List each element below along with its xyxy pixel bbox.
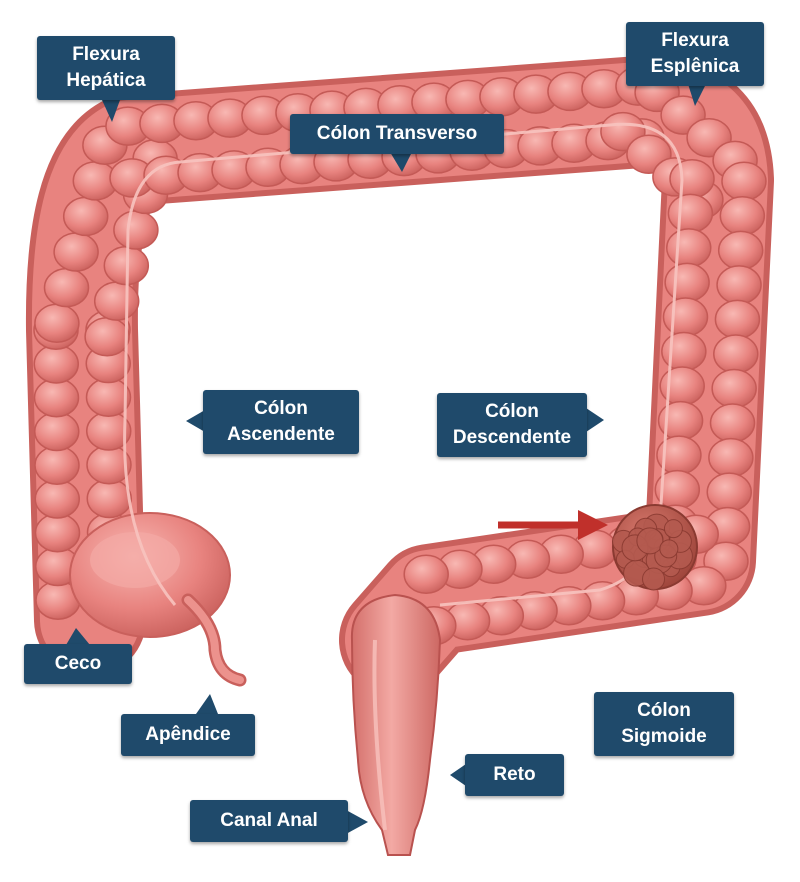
tumor-nodule xyxy=(643,568,665,590)
haustrum xyxy=(707,473,751,511)
tumor-nodule xyxy=(664,520,682,538)
label-ascending-colon: Cólon Ascendente xyxy=(203,390,359,454)
tumor-nodule xyxy=(660,540,678,558)
haustrum xyxy=(64,197,108,235)
haustrum xyxy=(670,160,714,198)
haustrum xyxy=(663,298,707,336)
haustrum xyxy=(667,229,711,267)
haustrum xyxy=(665,263,709,301)
haustrum xyxy=(717,266,761,304)
haustrum xyxy=(35,446,79,484)
haustrum xyxy=(719,231,763,269)
rectum-shape xyxy=(352,595,440,855)
haustrum xyxy=(35,412,79,450)
haustrum xyxy=(668,194,712,232)
haustrum xyxy=(35,304,79,342)
haustrum xyxy=(35,480,79,518)
haustrum xyxy=(44,269,88,307)
haustrum xyxy=(711,404,755,442)
label-rectum: Reto xyxy=(465,754,564,796)
label-hepatic-flexure: Flexura Hepática xyxy=(37,36,175,100)
haustrum xyxy=(662,332,706,370)
label-anal-canal: Canal Anal xyxy=(190,800,348,842)
haustrum xyxy=(714,335,758,373)
label-transverse-colon: Cólon Transverso xyxy=(290,114,504,154)
haustrum xyxy=(54,233,98,271)
haustrum xyxy=(712,370,756,408)
haustrum xyxy=(404,555,448,593)
label-appendix: Apêndice xyxy=(121,714,255,756)
haustrum xyxy=(85,318,129,356)
haustrum xyxy=(35,379,79,417)
cecum-highlight xyxy=(90,532,180,588)
label-cecum: Ceco xyxy=(24,644,132,684)
haustrum xyxy=(720,197,764,235)
tumor-nodule xyxy=(637,528,663,554)
haustrum xyxy=(36,514,80,552)
haustrum xyxy=(709,439,753,477)
haustrum xyxy=(715,300,759,338)
haustrum xyxy=(34,345,78,383)
label-sigmoid-colon: Cólon Sigmoide xyxy=(594,692,734,756)
haustrum xyxy=(722,162,766,200)
label-splenic-flexure: Flexura Esplênica xyxy=(626,22,764,86)
haustrum xyxy=(95,282,139,320)
haustrum xyxy=(114,211,158,249)
label-descending-colon: Cólon Descendente xyxy=(437,393,587,457)
tumor-mass xyxy=(612,505,697,590)
haustrum xyxy=(87,480,131,518)
